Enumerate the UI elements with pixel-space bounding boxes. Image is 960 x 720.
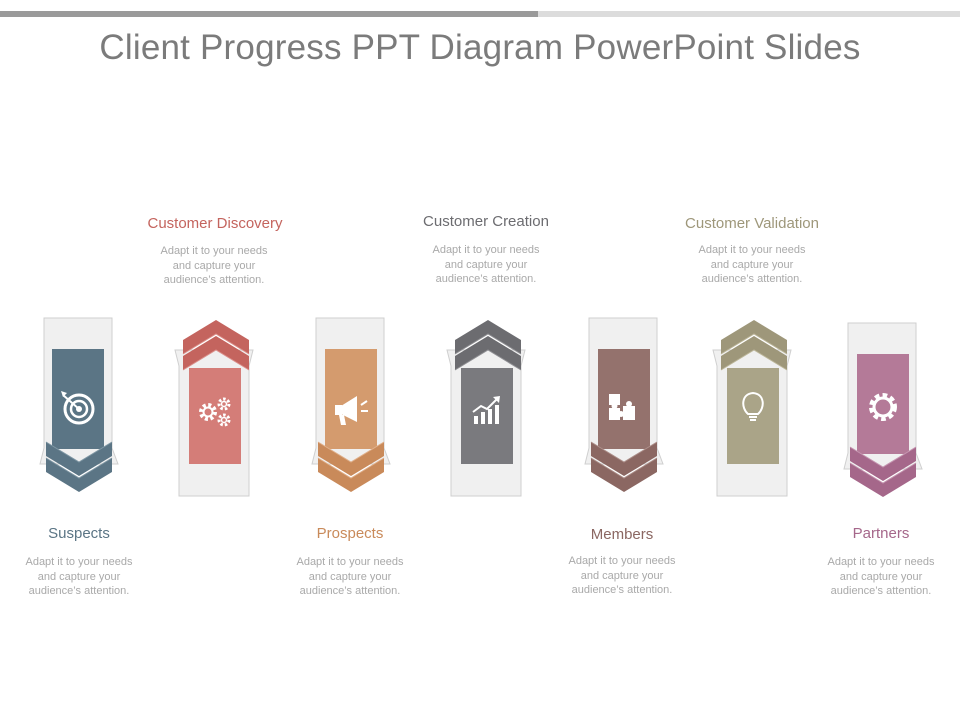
step-card-customer-discovery — [173, 318, 255, 500]
step-label-prospects: Prospects — [316, 525, 384, 542]
gears-icon — [199, 397, 231, 427]
step-card-prospects — [310, 316, 392, 498]
step-desc-customer-validation: Adapt it to your needs and capture your … — [698, 244, 806, 285]
puzzle-icon — [609, 394, 635, 420]
megaphone-icon — [335, 396, 368, 425]
step-card-members — [583, 316, 665, 498]
step-desc-suspects: Adapt it to your needs and capture your … — [25, 556, 133, 597]
step-card-partners — [842, 321, 924, 503]
top-accent-bar — [0, 11, 960, 17]
step-card-customer-validation — [711, 318, 793, 500]
step-label-customer-discovery: Customer Discovery — [147, 215, 283, 232]
step-desc-prospects: Adapt it to your needs and capture your … — [296, 556, 404, 597]
top-accent-bar-progress — [0, 11, 538, 17]
slide-title: Client Progress PPT Diagram PowerPoint S… — [99, 28, 861, 67]
step-label-suspects: Suspects — [48, 525, 110, 542]
step-desc-customer-creation: Adapt it to your needs and capture your … — [432, 244, 540, 285]
step-label-customer-validation: Customer Validation — [685, 215, 819, 232]
lightbulb-icon — [742, 391, 764, 421]
step-card-suspects — [38, 316, 120, 498]
step-desc-partners: Adapt it to your needs and capture your … — [827, 556, 935, 597]
target-icon — [61, 391, 95, 425]
step-label-partners: Partners — [852, 525, 910, 542]
step-label-members: Members — [590, 526, 654, 543]
gear-icon — [869, 393, 897, 421]
growth-chart-icon — [472, 396, 500, 424]
step-desc-members: Adapt it to your needs and capture your … — [568, 555, 676, 596]
step-desc-customer-discovery: Adapt it to your needs and capture your … — [160, 245, 268, 286]
step-label-customer-creation: Customer Creation — [423, 213, 549, 230]
step-card-customer-creation — [445, 318, 527, 500]
